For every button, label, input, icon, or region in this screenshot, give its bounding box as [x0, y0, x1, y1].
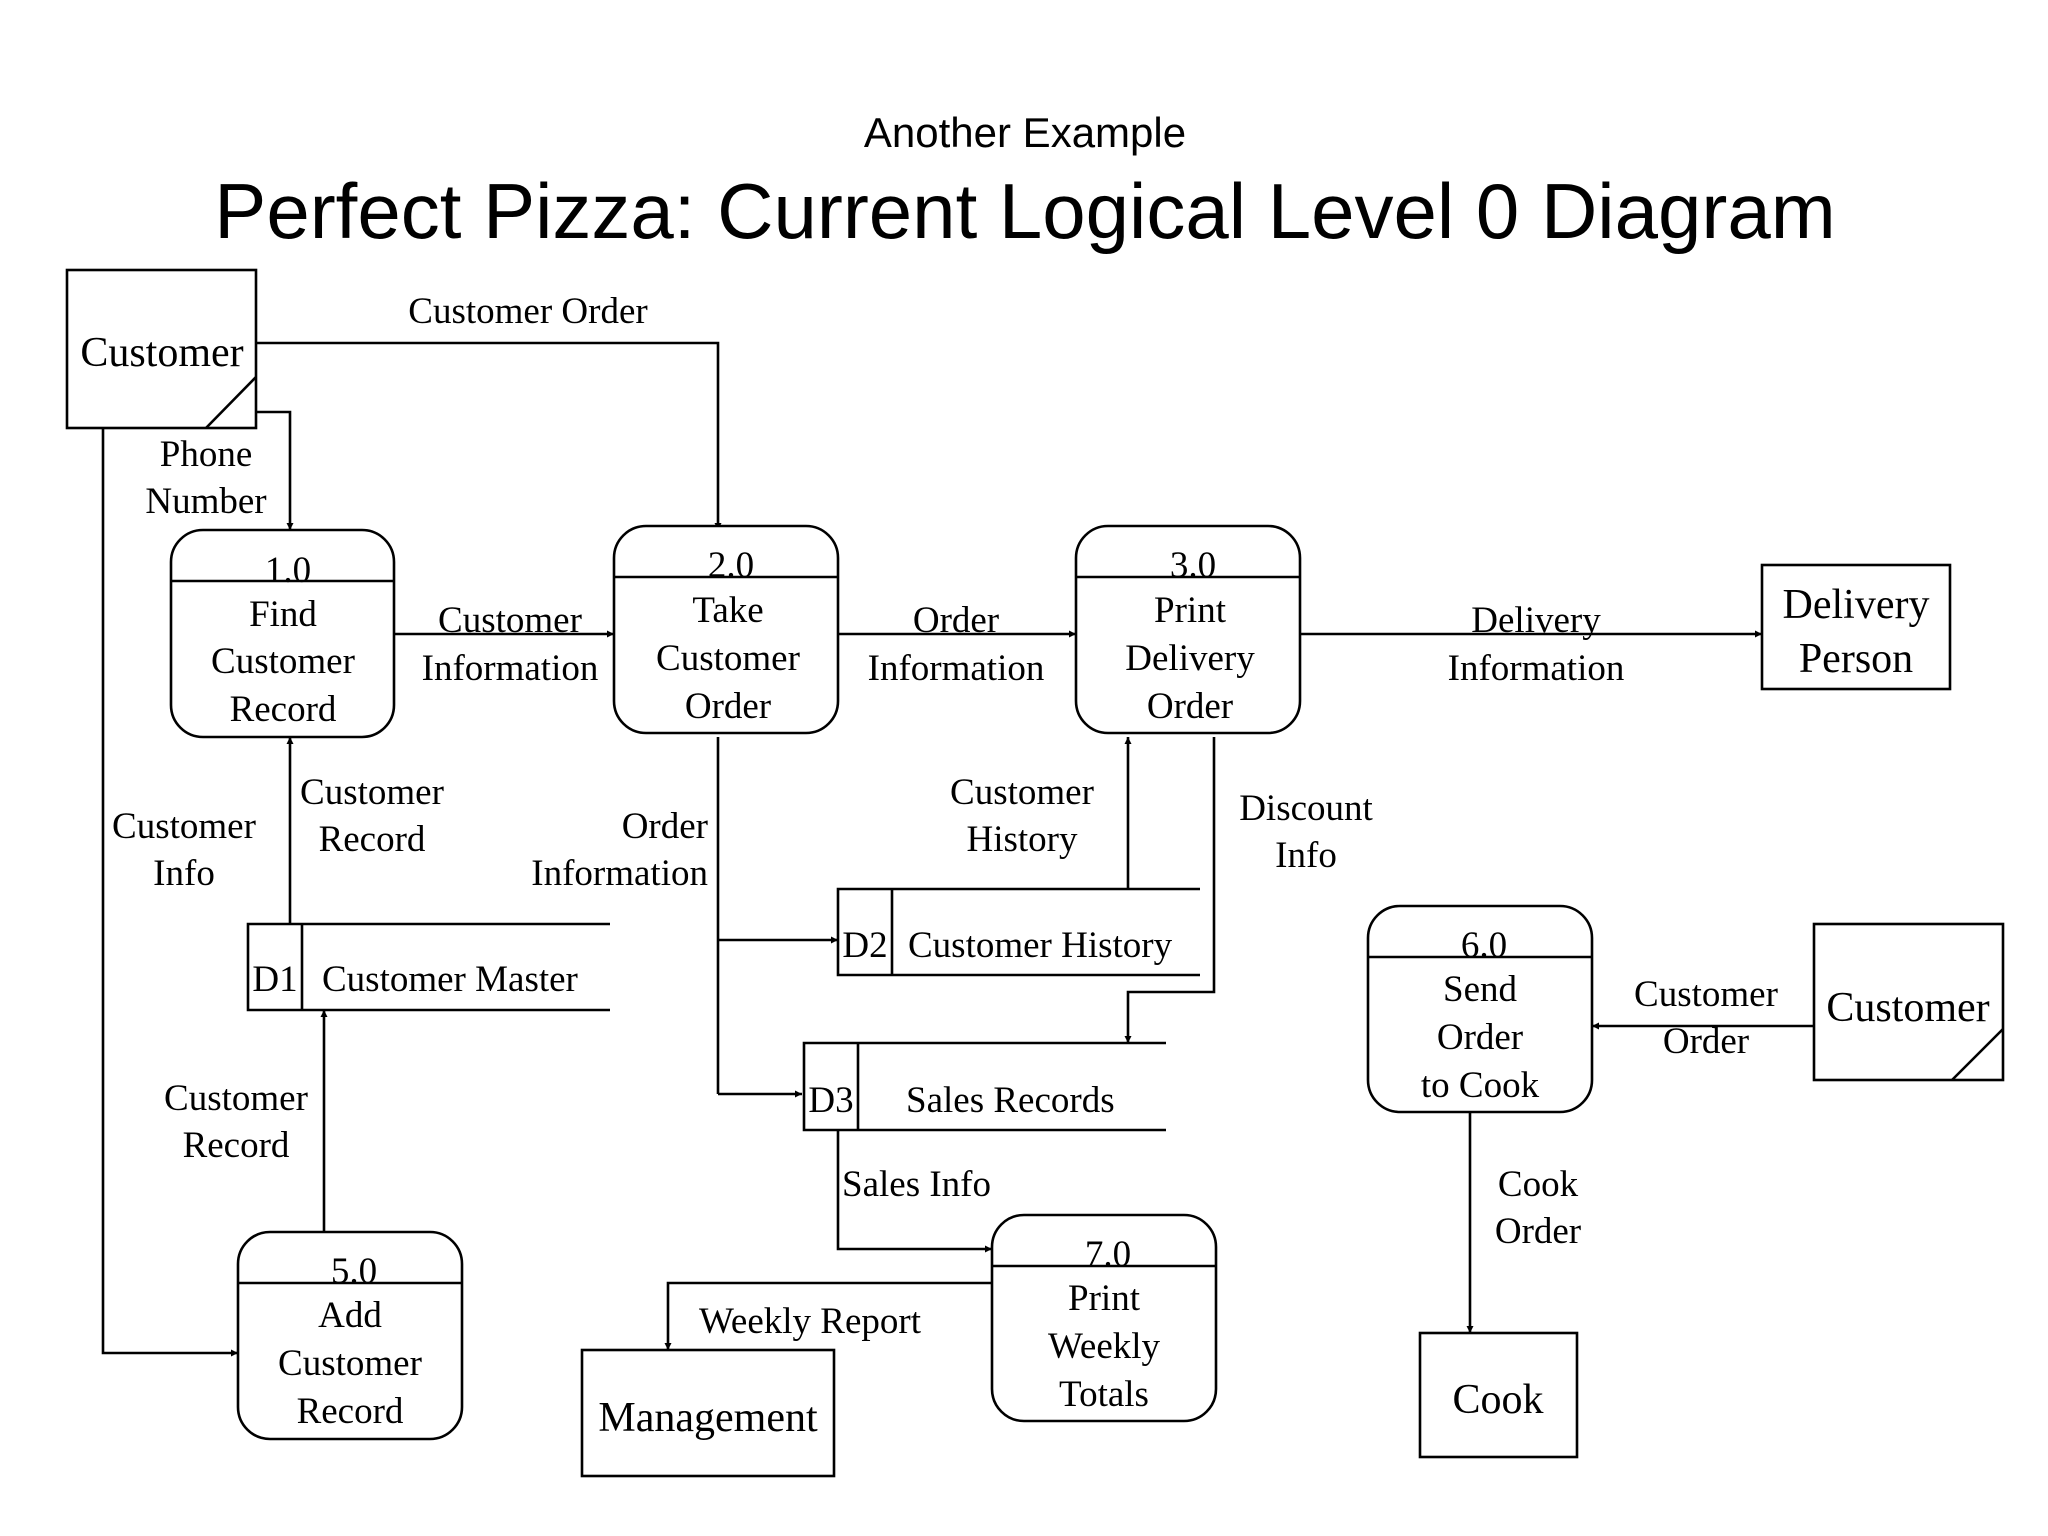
- label-phone-number-2: Number: [145, 481, 266, 522]
- process-7-line-2: Weekly: [1048, 1326, 1161, 1367]
- process-5-add-customer-record[interactable]: 5.0 Add Customer Record: [236, 1230, 464, 1441]
- label-customer-order-top: Customer Order: [408, 291, 647, 332]
- process-3-line-2: Delivery: [1125, 638, 1255, 679]
- flow-customer-order-top: [256, 341, 722, 530]
- flow-phone-number: [256, 410, 294, 530]
- process-5-id: 5.0: [331, 1251, 377, 1292]
- process-6-line-1: Send: [1443, 969, 1518, 1010]
- process-1-line-1: Find: [249, 594, 317, 635]
- process-7-line-1: Print: [1068, 1278, 1141, 1319]
- label-discount-info-1: Discount: [1239, 788, 1373, 829]
- process-7-print-weekly-totals[interactable]: 7.0 Print Weekly Totals: [990, 1213, 1218, 1423]
- diagram-title: Perfect Pizza: Current Logical Level 0 D…: [214, 167, 1835, 255]
- label-delivery-information-1: Delivery: [1471, 600, 1601, 641]
- datastore-d2-name: Customer History: [908, 925, 1173, 966]
- process-7-line-3: Totals: [1059, 1374, 1149, 1415]
- label-sales-info: Sales Info: [842, 1164, 991, 1205]
- label-delivery-information-2: Information: [1448, 648, 1625, 689]
- label-cook-order-2: Order: [1495, 1211, 1581, 1252]
- entity-customer-right-label: Customer: [1826, 985, 1989, 1031]
- label-cook-order-1: Cook: [1498, 1164, 1579, 1205]
- label-customer-info-2: Info: [153, 853, 215, 894]
- datastore-d1-name: Customer Master: [322, 959, 578, 1000]
- label-customer-record-p5-d1-2: Record: [183, 1125, 290, 1166]
- process-1-find-customer-record[interactable]: 1.0 Find Customer Record: [169, 528, 396, 739]
- label-customer-info-1: Customer: [112, 806, 256, 847]
- entity-management[interactable]: Management: [580, 1348, 836, 1478]
- datastore-d3-id: D3: [808, 1080, 853, 1121]
- entity-customer-right[interactable]: Customer: [1812, 922, 2005, 1082]
- label-order-information-down-2: Information: [531, 853, 708, 894]
- flow-sales-info: [836, 1130, 992, 1253]
- process-2-line-2: Customer: [656, 638, 800, 679]
- process-3-print-delivery-order[interactable]: 3.0 Print Delivery Order: [1074, 524, 1302, 735]
- label-customer-information-2: Information: [422, 648, 599, 689]
- label-discount-info-2: Info: [1275, 835, 1337, 876]
- process-6-id: 6.0: [1461, 925, 1507, 966]
- process-3-line-1: Print: [1154, 590, 1227, 631]
- datastore-d1-customer-master[interactable]: D1 Customer Master: [246, 922, 610, 1012]
- process-1-line-2: Customer: [211, 641, 355, 682]
- datastore-d2-id: D2: [842, 925, 887, 966]
- flow-weekly-report: [664, 1281, 992, 1350]
- process-3-id: 3.0: [1170, 545, 1216, 586]
- label-customer-information-1: Customer: [438, 600, 582, 641]
- entity-cook-label: Cook: [1452, 1377, 1543, 1423]
- diagram-subtitle: Another Example: [864, 109, 1186, 156]
- label-customer-order-right-1: Customer: [1634, 974, 1778, 1015]
- datastore-d3-name: Sales Records: [906, 1080, 1115, 1121]
- process-5-line-3: Record: [297, 1391, 404, 1432]
- entity-delivery-person-line-2: Person: [1799, 636, 1913, 682]
- process-7-id: 7.0: [1085, 1234, 1131, 1275]
- flow-customer-info: [101, 428, 238, 1357]
- label-customer-order-right-2: Order: [1663, 1021, 1749, 1062]
- entity-delivery-person-line-1: Delivery: [1783, 582, 1930, 628]
- process-2-line-1: Take: [692, 590, 763, 631]
- process-1-id: 1.0: [265, 550, 311, 591]
- entity-cook[interactable]: Cook: [1418, 1331, 1579, 1459]
- entity-customer-top-label: Customer: [80, 330, 243, 376]
- label-customer-record-d1-p1-1: Customer: [300, 772, 444, 813]
- label-order-information-down-1: Order: [622, 806, 708, 847]
- process-6-send-order-to-cook[interactable]: 6.0 Send Order to Cook: [1366, 904, 1594, 1114]
- entity-customer-top[interactable]: Customer: [65, 268, 258, 430]
- label-customer-record-d1-p1-2: Record: [319, 819, 426, 860]
- label-phone-number-1: Phone: [160, 434, 253, 475]
- label-weekly-report: Weekly Report: [699, 1301, 922, 1342]
- process-1-line-3: Record: [230, 689, 337, 730]
- process-6-line-3: to Cook: [1421, 1065, 1540, 1106]
- entity-delivery-person[interactable]: Delivery Person: [1760, 563, 1952, 691]
- process-3-line-3: Order: [1147, 686, 1233, 727]
- process-2-id: 2.0: [708, 545, 754, 586]
- label-customer-record-p5-d1-1: Customer: [164, 1078, 308, 1119]
- label-customer-history-2: History: [967, 819, 1079, 860]
- process-5-line-1: Add: [318, 1295, 382, 1336]
- entity-management-label: Management: [598, 1395, 818, 1441]
- process-6-line-2: Order: [1437, 1017, 1523, 1058]
- process-5-line-2: Customer: [278, 1343, 422, 1384]
- datastore-d2-customer-history[interactable]: D2 Customer History: [836, 887, 1200, 977]
- datastore-d1-id: D1: [252, 959, 297, 1000]
- flow-lines: [101, 341, 1814, 1357]
- label-customer-history-1: Customer: [950, 772, 1094, 813]
- flow-discount-info: [1124, 737, 1216, 1043]
- process-2-take-customer-order[interactable]: 2.0 Take Customer Order: [612, 524, 840, 735]
- process-2-line-3: Order: [685, 686, 771, 727]
- label-order-information-23-2: Information: [868, 648, 1045, 689]
- datastore-d3-sales-records[interactable]: D3 Sales Records: [802, 1041, 1166, 1132]
- label-order-information-23-1: Order: [913, 600, 999, 641]
